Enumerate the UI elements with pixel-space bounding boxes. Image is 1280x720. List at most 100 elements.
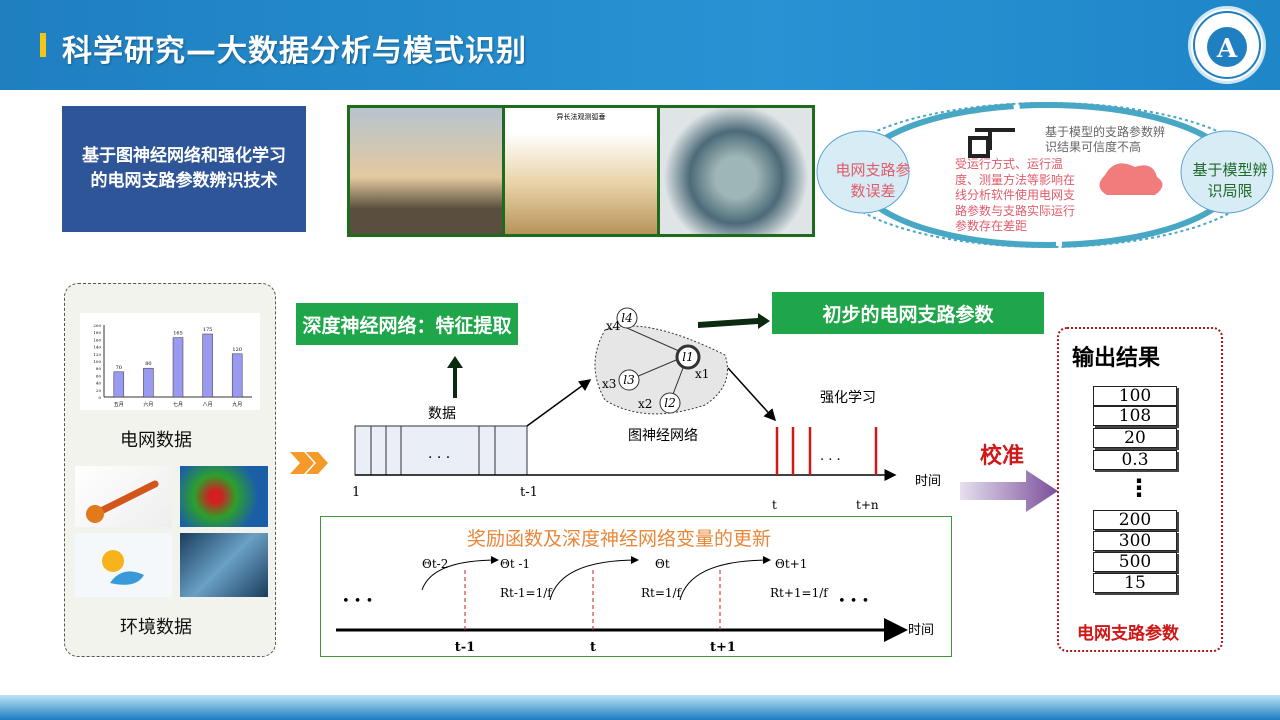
env-data-label: 环境数据 [120,617,192,638]
output-value: 20 [1093,428,1177,448]
y-tick-label: 60 [96,373,102,378]
left-ellipsis: • • • [342,594,373,609]
page-title: 科学研究—大数据分析与模式识别 [62,34,527,69]
chevron-right-icon [290,452,328,474]
y-tick-label: 40 [96,381,102,386]
update-panel [320,516,952,657]
bar-value-label: 80 [145,361,151,367]
y-tick-label: 120 [93,352,101,357]
weather-map-image [180,466,268,527]
title-accent [40,33,46,57]
data-label: 数据 [428,406,456,422]
problem-right: 基于模型辨识局限 [1192,161,1268,200]
output-value: 300 [1093,531,1177,551]
node-l1: l1 [682,350,693,364]
grid-data-bar-chart: 02040608010012014016018020070五月80六月165七月… [80,313,260,410]
y-tick-label: 100 [93,359,101,364]
theta-t-2: Θt-2 [422,557,448,571]
bar-value-label: 70 [116,365,122,371]
rl-label: 强化学习 [820,390,876,406]
x-tick-label: 九月 [232,401,242,408]
y-tick-label: 140 [93,345,101,350]
node-l3: l3 [623,373,635,387]
x-tick-label: 七月 [173,401,183,408]
update-time-label: 时间 [908,623,934,638]
x-tick-label: 八月 [203,402,213,408]
calibrate-arrow-icon [960,470,1058,512]
edge-x2: x2 [638,397,652,411]
tick-t-1: t-1 [455,640,475,655]
output-ellipsis: ⋮ [1127,474,1151,502]
node-l4: l4 [621,311,632,325]
axis-start-label: 1 [352,485,360,500]
output-value: 500 [1093,552,1177,572]
output-title: 输出结果 [1072,346,1161,371]
calibrate-label: 校准 [980,444,1025,469]
svg-text:A: A [1216,34,1238,64]
gears-cloud-icon [1099,163,1163,195]
sag-diagram-photo: 异长法观测弧垂 [505,108,657,234]
measurement-device-photo [660,108,812,234]
header-banner [0,0,1280,90]
edge-x1: x1 [695,367,709,381]
update-title: 奖励函数及深度神经网络变量的更新 [467,528,772,550]
gnn-label: 图神经网络 [628,428,698,444]
rl-ellipsis: . . . [820,449,841,464]
y-tick-label: 20 [96,388,102,393]
bar [113,371,125,398]
weather-sun-icon [75,533,172,597]
initial-params-box: 初步的电网支路参数 [772,292,1044,334]
grid-data-label: 电网数据 [120,430,192,451]
y-tick-label: 0 [98,395,101,400]
photo-strip: 异长法观测弧垂 [347,105,815,237]
right-arrow-icon [698,313,770,329]
tools-icon [968,128,1015,158]
x-tick-label: 六月 [143,401,153,408]
photo-caption: 异长法观测弧垂 [556,113,606,121]
rl-t-label: t [772,498,777,512]
data-ellipsis: . . . [428,446,450,462]
bar-value-label: 175 [203,327,213,333]
bar [202,333,213,398]
dnn-feature-box: 深度神经网络：特征提取 [296,303,518,345]
time-label: 时间 [915,474,940,489]
thermometer-image [75,466,172,527]
reward-t+1: Rt+1=1/f [770,586,829,600]
problem-diagram [816,102,1274,248]
output-value: 15 [1093,573,1177,593]
bar [231,353,243,398]
bar [172,337,184,398]
school-logo: A [1188,6,1266,84]
output-value: 200 [1093,510,1177,530]
rl-tn-label: t+n [856,498,879,512]
problem-top-note: 基于模型的支路参数辨识结果可信度不高 [1045,125,1166,154]
problem-middle-note: 受运行方式、运行温度、测量方法等影响在线分析软件使用电网支路参数与支路实际运行参… [955,157,1076,233]
topic-box: 基于图神经网络和强化学习的电网支路参数辨识技术 [62,106,306,232]
x-tick-label: 五月 [114,402,124,408]
big-data-image [180,533,268,597]
y-tick-label: 200 [93,323,101,328]
y-tick-label: 160 [93,337,101,342]
transmission-tower-photo [350,108,502,234]
axis-t1-label: t-1 [520,485,538,500]
output-value: 0.3 [1093,450,1177,470]
output-panel [1057,327,1223,652]
bar-value-label: 120 [232,347,242,353]
right-ellipsis: • • • [838,594,869,609]
output-value: 100 [1093,386,1177,406]
bar-value-label: 165 [173,331,183,337]
theta-t+1: Θt+1 [775,557,807,571]
node-l2: l2 [664,396,675,410]
edge-x3: x3 [602,377,616,391]
reward-t-1: Rt-1=1/f [500,586,553,600]
bar [143,367,154,398]
edge-x4: x4 [606,319,621,333]
tick-t: t [590,640,596,655]
y-tick-label: 180 [93,330,101,335]
theta-t: Θt [655,557,670,571]
theta-t-1: Θt -1 [500,557,530,571]
problem-left: 电网支路参数误差 [835,161,911,200]
footer-band [0,695,1280,720]
flow-diagram: . . . 数据 1 t-1 l4 l1 l3 l2 x4 x1 x3 x2 图神经网络 强… [352,307,940,512]
